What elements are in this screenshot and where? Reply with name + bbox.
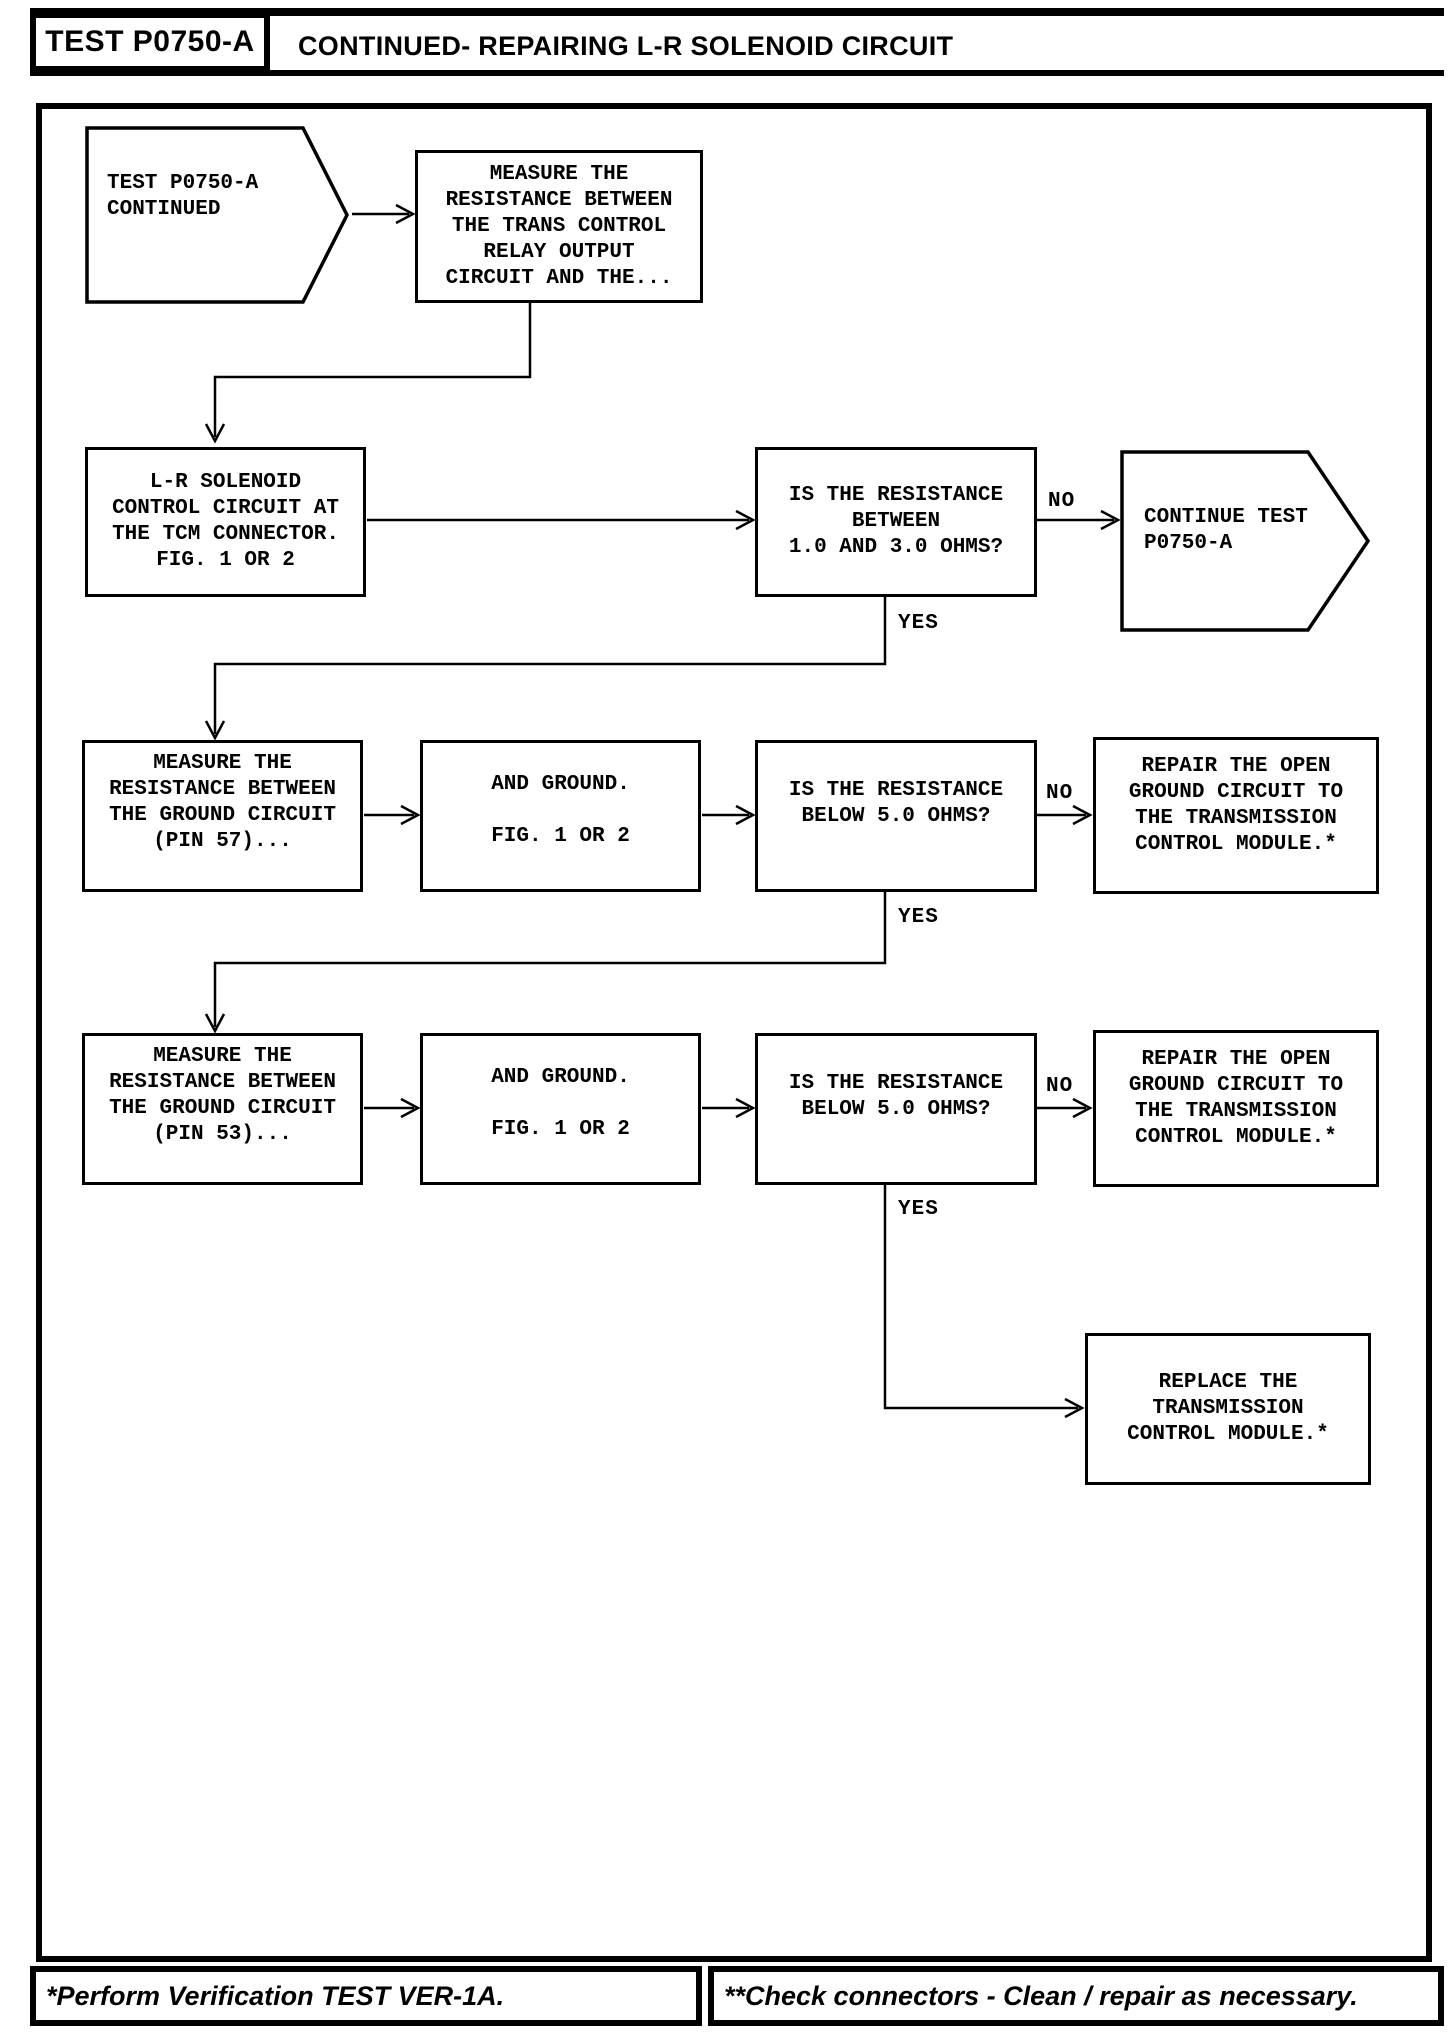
node-text: REPAIR THE OPEN GROUND CIRCUIT TO THE TR… [1128,754,1344,856]
continue-arrow-shape [1120,450,1371,632]
node-text: AND GROUND. FIG. 1 OR 2 [491,773,630,848]
node-text: L-R SOLENOID CONTROL CIRCUIT AT THE TCM … [112,471,339,572]
footer-note-connectors: **Check connectors - Clean / repair as n… [708,1966,1444,2026]
top-rule [30,8,1444,16]
no-label: NO [1046,782,1074,805]
node-repair-ground-2: REPAIR THE OPEN GROUND CIRCUIT TO THE TR… [1093,1030,1379,1187]
yes-label: YES [898,906,939,929]
footer-note-verification: *Perform Verification TEST VER-1A. [30,1966,702,2026]
node-and-ground-2: AND GROUND. FIG. 1 OR 2 [420,1033,701,1185]
node-text: CONTINUE TEST P0750-A [1144,506,1308,555]
node-text: MEASURE THE RESISTANCE BETWEEN THE TRANS… [445,162,673,290]
page-title: CONTINUED- REPAIRING L-R SOLENOID CIRCUI… [298,30,954,61]
node-decision-resistance: IS THE RESISTANCE BETWEEN 1.0 AND 3.0 OH… [755,447,1037,597]
node-start: TEST P0750-A CONTINUED [85,126,351,304]
node-decision-below5-1: IS THE RESISTANCE BELOW 5.0 OHMS? [755,740,1037,892]
node-text: IS THE RESISTANCE BETWEEN 1.0 AND 3.0 OH… [788,484,1004,559]
node-text: REPAIR THE OPEN GROUND CIRCUIT TO THE TR… [1128,1047,1344,1149]
yes-label: YES [898,1198,939,1221]
node-text: REPLACE THE TRANSMISSION CONTROL MODULE.… [1127,1371,1329,1446]
test-id-label: TEST P0750-A [45,25,255,58]
yes-label: YES [898,612,939,635]
node-lr-solenoid: L-R SOLENOID CONTROL CIRCUIT AT THE TCM … [85,447,366,597]
node-text: IS THE RESISTANCE BELOW 5.0 OHMS? [788,1072,1004,1121]
start-arrow-shape [85,126,349,304]
test-id-box: TEST P0750-A [30,12,270,72]
start-text: TEST P0750-A CONTINUED [107,172,259,221]
node-and-ground-1: AND GROUND. FIG. 1 OR 2 [420,740,701,892]
node-repair-ground-1: REPAIR THE OPEN GROUND CIRCUIT TO THE TR… [1093,737,1379,894]
node-measure-pin57: MEASURE THE RESISTANCE BETWEEN THE GROUN… [82,740,363,892]
node-measure-relay: MEASURE THE RESISTANCE BETWEEN THE TRANS… [415,150,703,303]
diagram-frame [36,103,1432,1962]
node-text: MEASURE THE RESISTANCE BETWEEN THE GROUN… [109,752,336,853]
footer-left-text: *Perform Verification TEST VER-1A. [46,1980,505,2011]
footer-right-text: **Check connectors - Clean / repair as n… [724,1980,1358,2011]
node-replace-tcm: REPLACE THE TRANSMISSION CONTROL MODULE.… [1085,1333,1371,1485]
node-measure-pin53: MEASURE THE RESISTANCE BETWEEN THE GROUN… [82,1033,363,1185]
node-text: MEASURE THE RESISTANCE BETWEEN THE GROUN… [109,1045,336,1146]
title-underline [30,70,1444,76]
node-text: IS THE RESISTANCE BELOW 5.0 OHMS? [788,779,1004,828]
node-decision-below5-2: IS THE RESISTANCE BELOW 5.0 OHMS? [755,1033,1037,1185]
no-label: NO [1046,1075,1074,1098]
node-continue-test: CONTINUE TEST P0750-A [1120,450,1374,632]
node-text: AND GROUND. FIG. 1 OR 2 [491,1066,630,1141]
no-label: NO [1048,490,1076,513]
